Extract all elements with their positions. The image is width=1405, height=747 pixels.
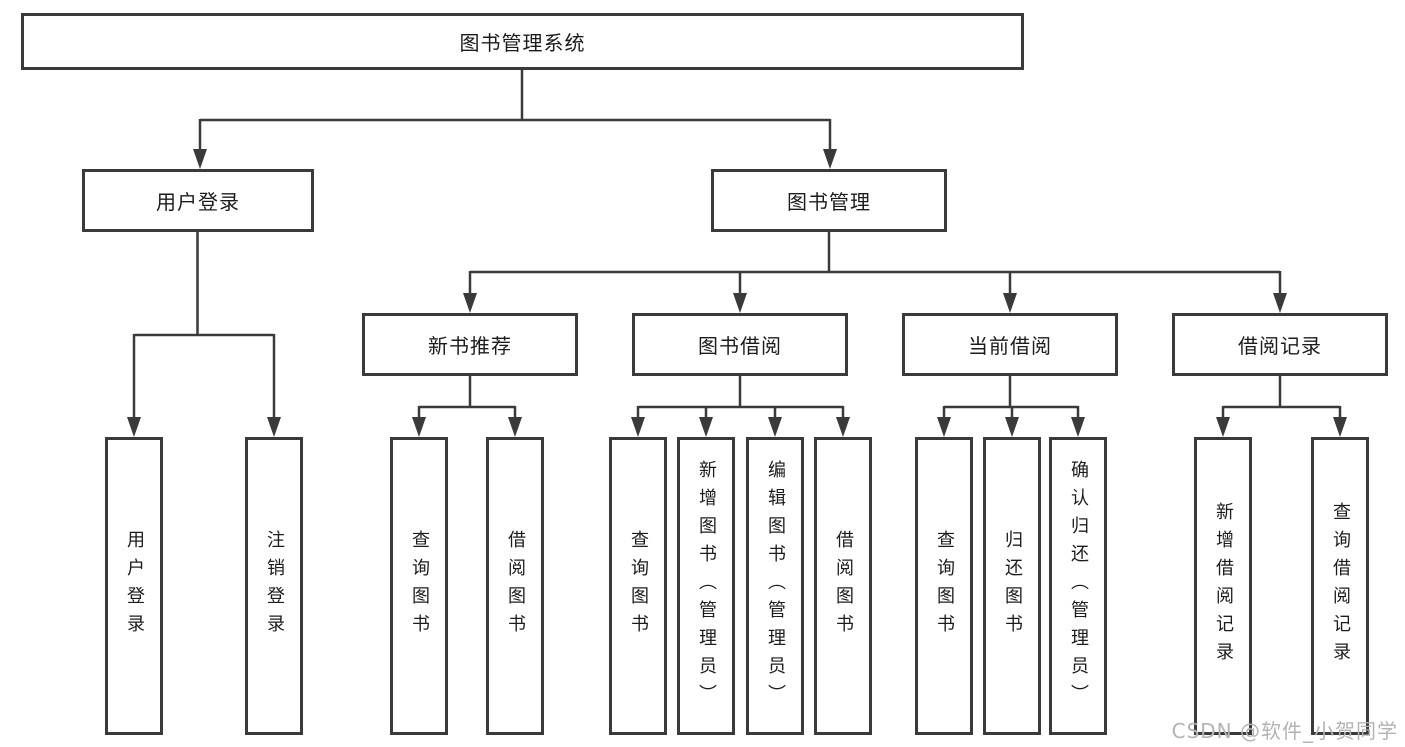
node-leaf-label: 借阅图书 xyxy=(505,530,526,642)
node-leaf-label: 新增借阅记录 xyxy=(1213,502,1234,670)
node-leaf-borrow-books-1: 借阅图书 xyxy=(486,437,544,735)
node-leaf-label: 新增图书（管理员） xyxy=(696,460,717,712)
node-leaf-label: 用户登录 xyxy=(124,530,145,642)
node-leaf-confirm-return-admin: 确认归还（管理员） xyxy=(1049,437,1107,735)
node-leaf-return-books: 归还图书 xyxy=(983,437,1041,735)
node-new-book-recommend: 新书推荐 xyxy=(362,313,578,376)
arrowheads-user-login-children xyxy=(127,417,281,437)
connector-borrow-records-children xyxy=(1221,374,1342,420)
arrowheads-current-borrow-children xyxy=(937,417,1085,437)
node-leaf-logout: 注销登录 xyxy=(245,437,303,735)
connector-root-to-level2 xyxy=(198,68,832,152)
connector-new-book-children xyxy=(417,374,517,420)
node-leaf-label: 查询借阅记录 xyxy=(1330,502,1351,670)
csdn-watermark: CSDN @软件_小贺同学 xyxy=(1171,719,1398,743)
arrowheads-new-book-children xyxy=(412,417,522,437)
connector-current-borrow-children xyxy=(942,374,1080,420)
arrowheads-borrow-records-children xyxy=(1216,417,1347,437)
node-leaf-label: 借阅图书 xyxy=(833,530,854,642)
connector-book-borrow-children xyxy=(636,374,845,420)
node-leaf-label: 编辑图书（管理员） xyxy=(765,460,786,712)
node-leaf-label: 查询图书 xyxy=(628,530,649,642)
node-leaf-label: 注销登录 xyxy=(264,530,285,642)
node-leaf-edit-books-admin: 编辑图书（管理员） xyxy=(746,437,804,735)
node-leaf-label: 查询图书 xyxy=(409,530,430,642)
arrowheads-book-borrow-children xyxy=(631,417,850,437)
node-book-management: 图书管理 xyxy=(711,169,947,232)
connector-user-login-children xyxy=(132,230,276,420)
node-leaf-label: 查询图书 xyxy=(934,530,955,642)
arrowheads-level3 xyxy=(463,293,1287,313)
node-leaf-query-books-2: 查询图书 xyxy=(609,437,667,735)
node-leaf-borrow-books-2: 借阅图书 xyxy=(814,437,872,735)
arrowheads-level2 xyxy=(193,149,837,169)
node-root-library-system: 图书管理系统 xyxy=(21,13,1024,70)
node-leaf-query-books-3: 查询图书 xyxy=(915,437,973,735)
node-leaf-label: 归还图书 xyxy=(1002,530,1023,642)
node-leaf-query-books-1: 查询图书 xyxy=(390,437,448,735)
node-user-login: 用户登录 xyxy=(82,169,314,232)
node-current-borrow: 当前借阅 xyxy=(902,313,1118,376)
node-leaf-add-borrow-record: 新增借阅记录 xyxy=(1194,437,1252,735)
connector-book-management-to-level3 xyxy=(468,230,1282,296)
node-leaf-label: 确认归还（管理员） xyxy=(1068,460,1089,712)
node-leaf-user-login: 用户登录 xyxy=(105,437,163,735)
node-leaf-add-books-admin: 新增图书（管理员） xyxy=(677,437,735,735)
node-borrow-records: 借阅记录 xyxy=(1172,313,1388,376)
node-leaf-query-borrow-record: 查询借阅记录 xyxy=(1311,437,1369,735)
node-book-borrow: 图书借阅 xyxy=(632,313,848,376)
